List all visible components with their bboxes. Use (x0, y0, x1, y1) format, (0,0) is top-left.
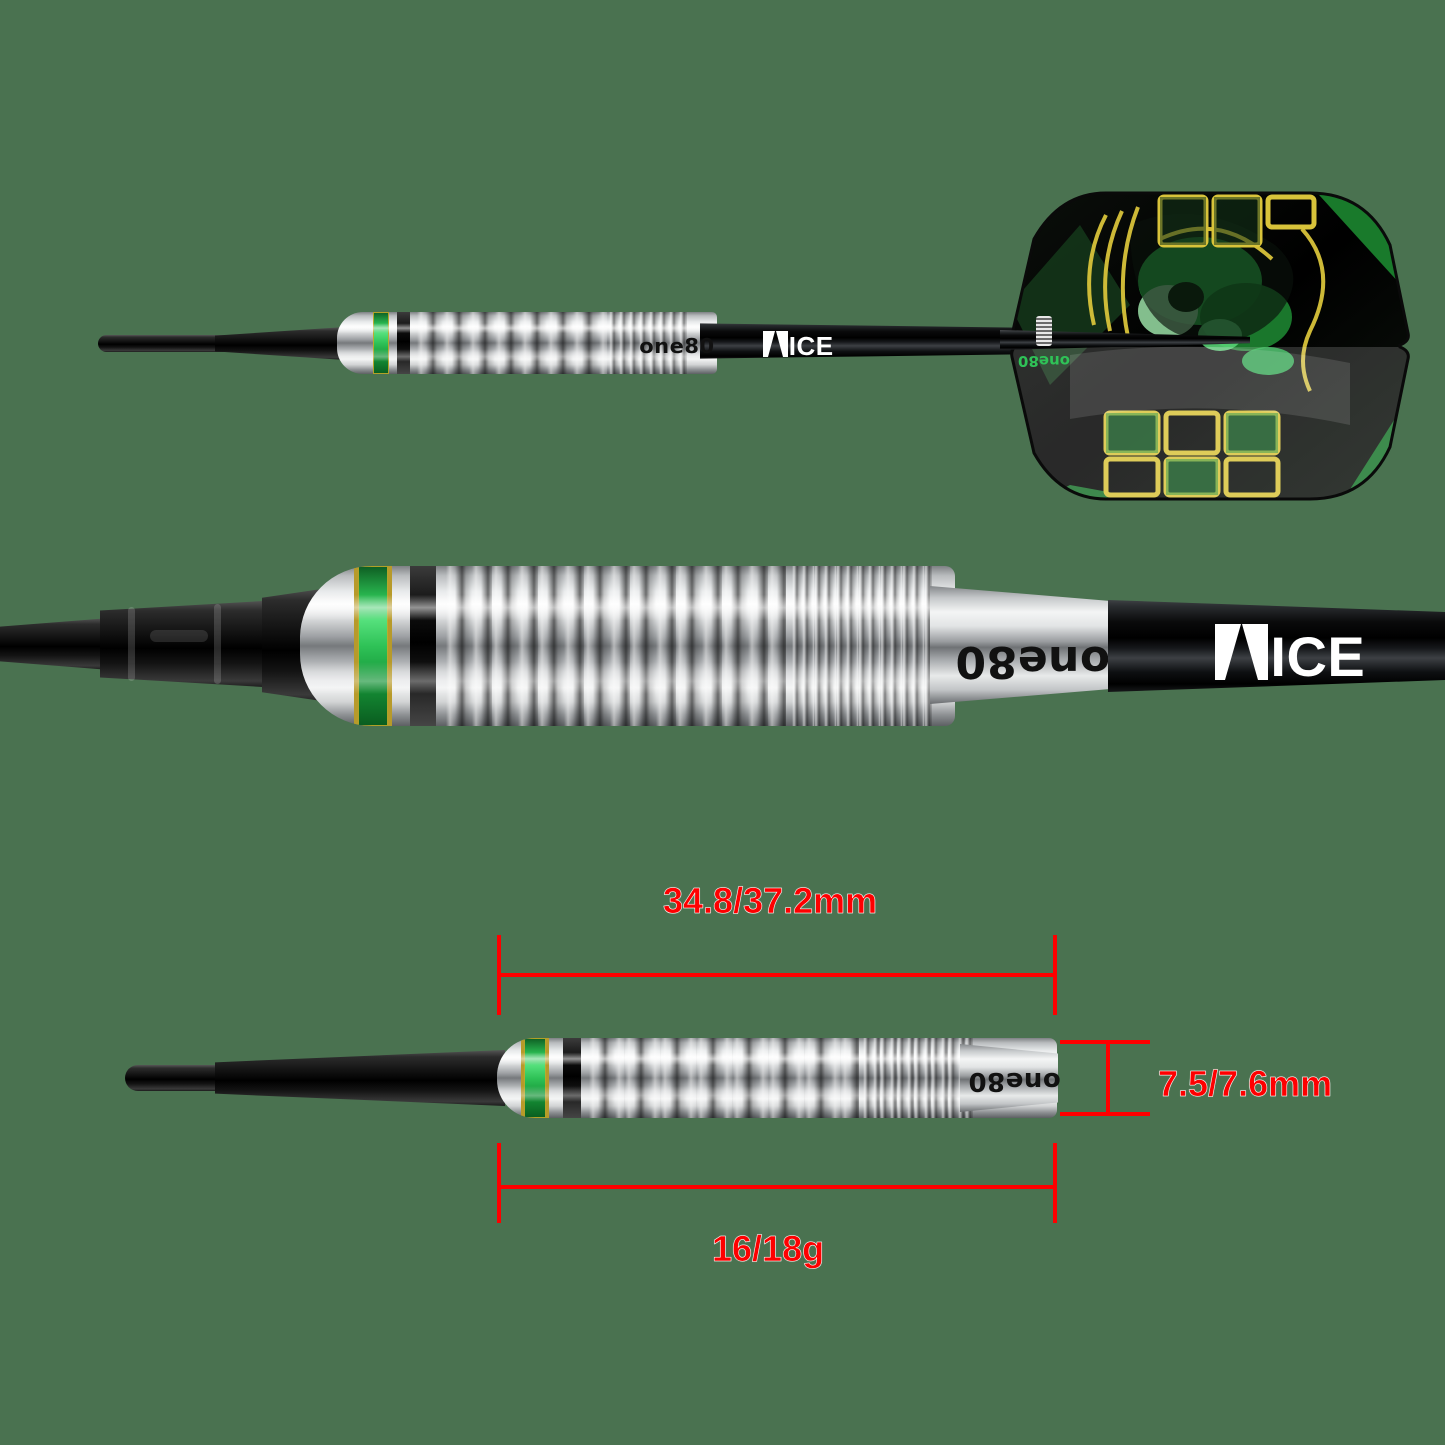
closeup-point-slot (150, 630, 208, 642)
length-dimension-label: 34.8/37.2mm (663, 880, 878, 922)
dim-barrel-brand: one80 (968, 1066, 1061, 1096)
diameter-dimension-line (1106, 1040, 1110, 1116)
closeup-point-groove-b (214, 604, 221, 684)
closeup-black-ring (410, 566, 436, 726)
barrel-grip-rings (417, 312, 607, 374)
closeup-barrel-brand: one80 (955, 636, 1111, 687)
closeup-point-groove-a (128, 607, 135, 681)
shaft-brand-label: ICE (763, 331, 834, 362)
closeup-shaft-brand: ICE (1215, 624, 1365, 689)
closeup-barrel (300, 566, 955, 726)
weight-dimension-label: 16/18g (712, 1228, 825, 1270)
vice-v-icon (763, 331, 788, 358)
dart-view-full: one80 ICE (0, 0, 1445, 501)
length-dimension-line (497, 973, 1057, 977)
closeup-point-barrel (100, 600, 280, 688)
weight-extension-left (497, 1143, 501, 1223)
weight-extension-right (1053, 1143, 1057, 1223)
dim-point-tip (125, 1065, 225, 1091)
dart-view-dimensioned: one80 (0, 0, 1445, 1118)
diameter-dimension-label: 7.5/7.6mm (1158, 1063, 1333, 1105)
closeup-shaft-brand-text: ICE (1270, 625, 1366, 688)
closeup-grip-rings (446, 566, 786, 726)
diameter-extension-top (1060, 1040, 1150, 1044)
dim-point-taper (215, 1050, 505, 1106)
closeup-fine-grip-rings (792, 566, 932, 726)
closeup-shaft (1108, 600, 1445, 692)
weight-dimension-line (497, 1185, 1057, 1189)
barrel-green-ring (373, 312, 389, 374)
barrel-brand-label: one80 (639, 334, 715, 358)
barrel-black-ring (397, 312, 410, 374)
flight-collar-ring (1036, 316, 1052, 346)
dim-black-ring (563, 1038, 581, 1118)
flight-brand-label: one80 (1018, 352, 1071, 370)
closeup-point-tip (0, 618, 110, 670)
closeup-green-ring (358, 566, 388, 726)
dart-point-taper (215, 327, 345, 360)
dim-green-ring (524, 1038, 546, 1118)
diameter-extension-bottom (1060, 1112, 1150, 1116)
dart-point-tip (98, 335, 233, 352)
closeup-vice-v-icon (1215, 624, 1269, 681)
dim-gold-ring-right (546, 1038, 549, 1118)
closeup-barrel-nose (930, 586, 1115, 704)
shaft-brand-text: ICE (788, 331, 834, 361)
closeup-gold-ring-right (388, 566, 392, 726)
dim-barrel-nose (960, 1044, 1058, 1112)
dim-grip-rings (589, 1038, 859, 1118)
dim-fine-grip-rings (863, 1038, 973, 1118)
